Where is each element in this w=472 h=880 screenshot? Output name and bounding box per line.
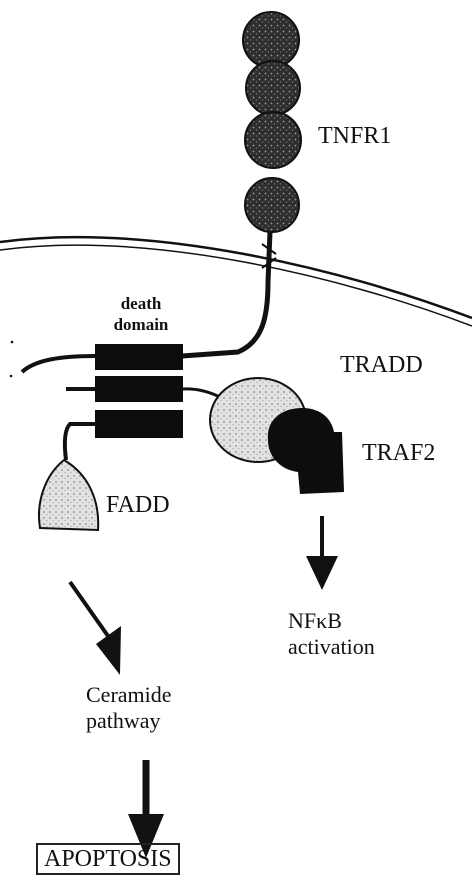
tradd-label: TRADD <box>340 352 423 379</box>
speck <box>11 341 14 344</box>
death-domain-block <box>95 344 183 370</box>
speck <box>10 375 13 378</box>
ceramide-label-line1: Ceramide <box>86 682 172 708</box>
tradd-linker <box>183 389 222 398</box>
ceramide-pathway-label: Ceramide pathway <box>86 682 172 734</box>
apoptosis-box: APOPTOSIS <box>36 843 180 875</box>
fadd-label: FADD <box>106 492 170 519</box>
receptor-domain <box>245 178 299 232</box>
death-domain-label-line1: death <box>104 293 178 314</box>
arrow-to-ceramide-shaft <box>70 582 108 636</box>
nfkb-label-line2: activation <box>288 634 375 660</box>
fadd-linker <box>65 424 95 460</box>
fadd-shape <box>39 460 98 530</box>
tnfr1-label: TNFR1 <box>318 123 391 150</box>
arrow-to-nfkb-head <box>306 556 338 590</box>
death-domain-label-line2: domain <box>104 314 178 335</box>
receptor-domain <box>243 12 299 68</box>
ceramide-label-line2: pathway <box>86 708 172 734</box>
receptor-domain <box>246 61 300 115</box>
cell-membrane-inner <box>0 245 472 326</box>
death-domain-label: death domain <box>104 293 178 335</box>
nfkb-label-line1: NFκB <box>288 608 375 634</box>
left-line-top <box>22 356 95 372</box>
receptor-tail <box>182 282 268 356</box>
cell-membrane-outer <box>0 237 472 318</box>
death-domain-block <box>95 376 183 402</box>
traf2-shape <box>268 408 344 494</box>
traf2-label: TRAF2 <box>362 440 435 467</box>
death-domain-block <box>95 410 183 438</box>
transmembrane-segment <box>268 232 270 282</box>
receptor-domain <box>245 112 301 168</box>
nfkb-activation-label: NFκB activation <box>288 608 375 660</box>
